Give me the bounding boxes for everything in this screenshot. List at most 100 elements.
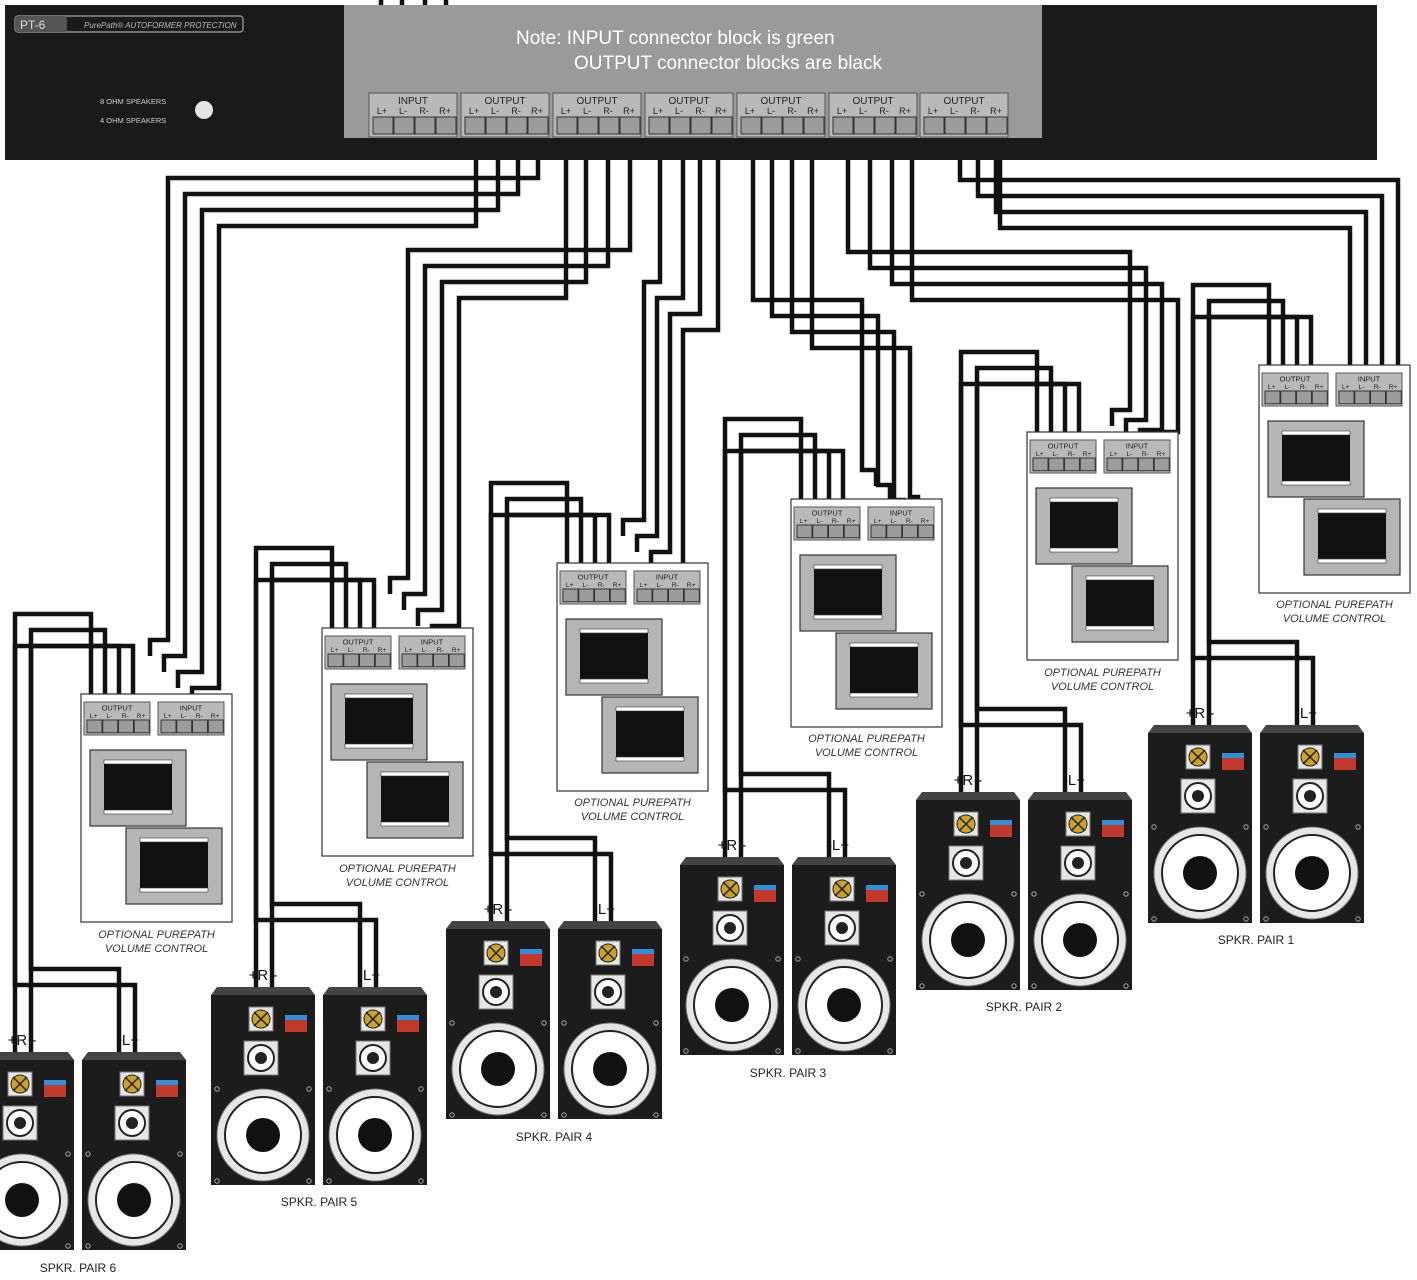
terminal-label: L- (1052, 451, 1058, 458)
terminal-label: L+ (1342, 384, 1350, 391)
brand-label: PurePath® AUTOFORMER PROTECTION (84, 21, 237, 30)
cabinet-top (1148, 725, 1252, 733)
volume-caption-1: OPTIONAL PUREPATH (808, 733, 925, 745)
volume-caption-1: OPTIONAL PUREPATH (1276, 599, 1393, 611)
level-meter-blue (1334, 753, 1356, 758)
level-meter-blue (754, 885, 776, 890)
tweeter-cross (253, 1011, 269, 1027)
tweeter-cross (1302, 749, 1318, 765)
terminal-screw (853, 116, 875, 135)
terminal-screw (594, 588, 610, 603)
terminal-screw (1338, 390, 1355, 405)
terminal-block-label: INPUT (1126, 441, 1149, 450)
transformer-bar (1317, 558, 1387, 564)
speaker-cabinet (211, 987, 315, 1185)
speaker-cabinet (1148, 725, 1252, 923)
terminal-screw (1079, 457, 1096, 472)
screw (653, 1112, 659, 1118)
speaker-cabinet (0, 1052, 74, 1250)
terminal-block-label: OUTPUT (343, 637, 374, 646)
terminal-screw (895, 116, 917, 135)
level-meter-blue (285, 1015, 307, 1020)
terminal-screw (1311, 390, 1328, 405)
transformer-core (1282, 433, 1350, 483)
speaker-cabinet (1028, 792, 1132, 990)
screw (418, 1086, 424, 1092)
left-speaker-polarity: -L+ (1295, 705, 1317, 722)
screw (887, 956, 893, 962)
terminal-screw (690, 116, 712, 135)
screw (919, 891, 925, 897)
terminal-label: L+ (653, 106, 663, 116)
screw (541, 1020, 547, 1026)
screw (449, 1112, 455, 1118)
screw (306, 1086, 312, 1092)
terminal-label: R- (1300, 384, 1307, 391)
woofer-cap (827, 988, 861, 1022)
transformer-bar (1085, 625, 1155, 631)
transformer-bar (380, 821, 450, 827)
volume-to-speaker-wire (12, 643, 136, 1053)
terminal-screw (812, 524, 829, 539)
terminal-label: L- (491, 106, 499, 116)
screw (1243, 824, 1249, 830)
terminal-screw (619, 116, 641, 135)
level-meter-red (520, 954, 542, 966)
speaker-pair-caption: SPKR. PAIR 4 (516, 1130, 593, 1144)
terminal-block-label: OUTPUT (1280, 374, 1311, 383)
terminal-screw (192, 719, 208, 734)
speaker-pair-caption: SPKR. PAIR 2 (986, 1000, 1063, 1014)
tweeter-cross (488, 945, 504, 961)
level-meter-blue (397, 1015, 419, 1020)
amp-to-volume-wire (909, 138, 1181, 448)
tweeter-cross (124, 1076, 140, 1092)
speaker-pair-2: +R --L+SPKR. PAIR 2 (916, 772, 1132, 1014)
amp-to-volume-wire (415, 138, 589, 626)
speaker-cabinet (323, 987, 427, 1185)
right-speaker-polarity: +R - (484, 901, 513, 918)
terminal-screw (944, 116, 966, 135)
transformer-bar (813, 564, 883, 570)
level-meter-blue (156, 1080, 178, 1085)
screw (653, 1020, 659, 1026)
screw (1355, 916, 1361, 922)
terminal-screw (652, 588, 669, 603)
volume-to-speaker-wire (488, 512, 612, 922)
terminal-label: L+ (566, 582, 574, 589)
terminal-screw (1296, 390, 1312, 405)
terminal-screw (796, 524, 813, 539)
terminal-screw (556, 116, 578, 135)
terminal-label: L+ (561, 106, 571, 116)
terminal-block-label: INPUT (421, 637, 444, 646)
amp-to-volume-wire (634, 138, 686, 552)
terminal-label: L+ (164, 713, 172, 720)
terminal-screw (874, 116, 896, 135)
transformer-bar (579, 628, 649, 634)
terminal-screw (986, 116, 1008, 135)
terminal-screw (359, 653, 375, 668)
level-meter-blue (1102, 820, 1124, 825)
terminal-label: R+ (137, 713, 146, 720)
terminal-block-label: OUTPUT (852, 96, 893, 107)
terminal-screw (133, 719, 150, 734)
note-line-2: OUTPUT connector blocks are black (574, 53, 882, 74)
terminal-label: L- (1358, 384, 1364, 391)
level-meter-blue (520, 949, 542, 954)
terminal-label: L- (859, 106, 867, 116)
transformer-bar (103, 759, 173, 765)
terminal-block-label: OUTPUT (668, 96, 709, 107)
cabinet-top (323, 987, 427, 995)
screw (85, 1243, 91, 1249)
speaker-cabinet (1260, 725, 1364, 923)
terminal-label: R+ (921, 518, 930, 525)
volume-to-speaker-wire (958, 381, 1082, 793)
woofer-cap (715, 988, 749, 1022)
terminal-screw (578, 588, 595, 603)
terminal-label: R- (695, 106, 705, 116)
terminal-block-label: OUTPUT (943, 96, 984, 107)
